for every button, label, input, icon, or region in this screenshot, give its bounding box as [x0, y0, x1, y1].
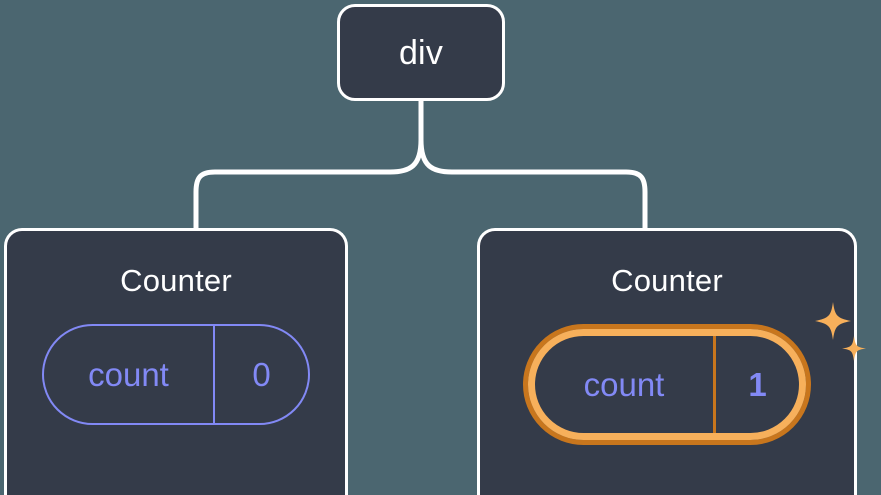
state-pill-left-value: 0 [252, 356, 271, 393]
state-pill-right-value: 1 [748, 366, 767, 403]
sparkle-small-icon [842, 336, 866, 361]
node-counter-right[interactable]: Counter count 1 [477, 228, 866, 495]
state-pill-right-inner: count 1 [528, 329, 806, 440]
state-pill-left-wrap: count 0 [42, 324, 310, 425]
node-counter-left[interactable]: Counter count 0 [4, 228, 348, 495]
state-pill-right-wrap: count 1 [523, 302, 866, 445]
state-pill-left[interactable]: count 0 [42, 324, 310, 425]
sparkles-icon [815, 302, 866, 361]
node-div-label: div [398, 33, 444, 72]
node-div[interactable]: div [337, 4, 505, 101]
state-pill-left-key: count [44, 326, 215, 423]
connector-branch-left [193, 137, 424, 231]
state-pill-right-key: count [535, 336, 716, 433]
node-counter-left-title: Counter [120, 263, 232, 298]
state-pill-right[interactable]: count 1 [523, 324, 811, 445]
sparkle-large-icon [815, 302, 851, 340]
connector-branch-right [418, 137, 648, 231]
node-counter-right-title: Counter [611, 263, 723, 298]
